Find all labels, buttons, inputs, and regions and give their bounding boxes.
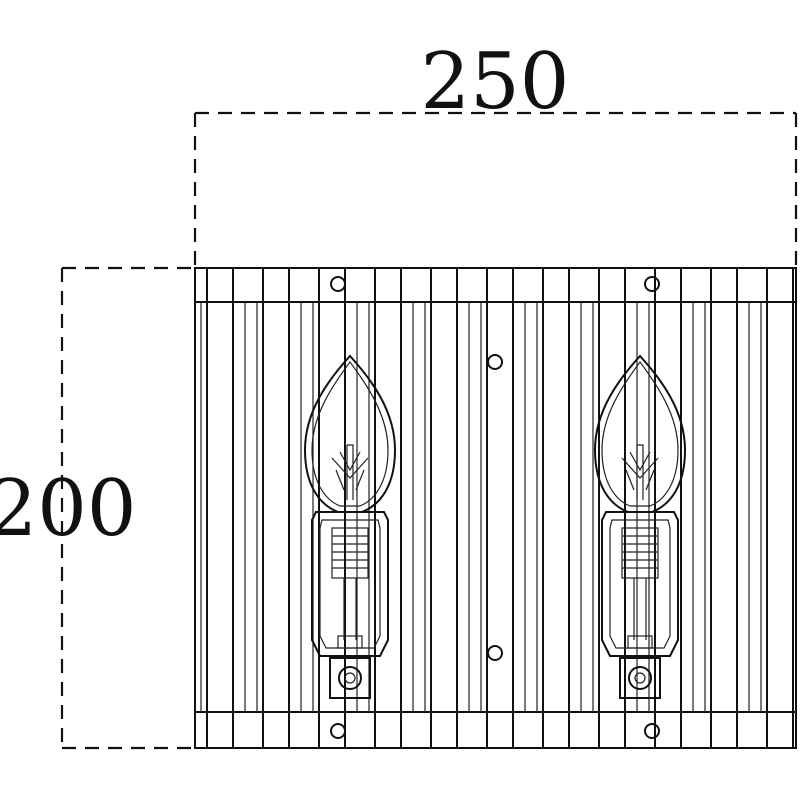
filament-icon xyxy=(621,444,659,500)
arm-mount xyxy=(329,657,371,699)
mounting-hole-top-left xyxy=(330,276,346,292)
arm-mount xyxy=(619,657,661,699)
mounting-holes xyxy=(330,276,660,739)
backplate-outline xyxy=(194,267,797,749)
backplate xyxy=(194,267,797,749)
lamp-left xyxy=(303,354,397,699)
lamp-right xyxy=(593,354,687,699)
lamp-socket xyxy=(601,511,679,657)
filament-icon xyxy=(331,444,369,500)
mounting-hole-top-right xyxy=(644,276,660,292)
lamp-socket xyxy=(311,511,389,657)
mounting-hole-bottom-right xyxy=(644,723,660,739)
vertical-slats xyxy=(200,268,794,748)
mounting-hole-center-lower xyxy=(487,645,503,661)
mounting-hole-bottom-left xyxy=(330,723,346,739)
width-dimension: 250 xyxy=(193,37,798,268)
height-dimension-label: 200 xyxy=(0,464,136,554)
candle-bulb-icon xyxy=(593,354,687,513)
mounting-hole-center-upper xyxy=(487,354,503,370)
height-dimension: 200 xyxy=(0,266,195,750)
